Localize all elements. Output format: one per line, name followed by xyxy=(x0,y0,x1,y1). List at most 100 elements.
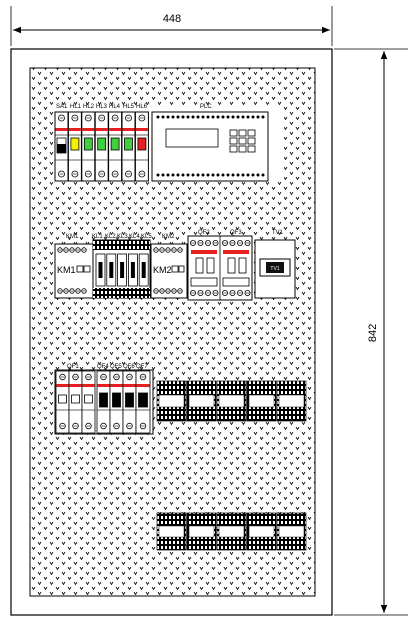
hl2-label: HL2 xyxy=(83,104,95,110)
qf2-qf3-breakers xyxy=(187,235,253,301)
plc-io-point xyxy=(161,115,165,119)
qf5-label: QF5 xyxy=(110,364,122,370)
breaker-stripe xyxy=(82,384,95,387)
breaker-handle xyxy=(99,392,108,408)
plc-io-point xyxy=(216,173,220,177)
indicator-lamp xyxy=(124,137,133,151)
qf7-label: QF7 xyxy=(136,364,148,370)
module-stripe xyxy=(82,128,95,131)
plc-key xyxy=(247,137,256,145)
plc-io-point xyxy=(166,173,170,177)
hl6-label: HL6 xyxy=(136,104,148,110)
plc-io-point xyxy=(261,173,265,177)
breaker-handle xyxy=(112,392,121,408)
hl4-label: HL4 xyxy=(109,104,121,110)
plc-io-point xyxy=(196,115,200,119)
plc-io-point xyxy=(241,115,245,119)
plc-io-point xyxy=(241,173,245,177)
plc-io-point xyxy=(231,173,235,177)
width-label: 448 xyxy=(163,13,181,25)
km2-face-label: KM2 xyxy=(153,265,172,275)
qf1-qf7-breakers xyxy=(54,369,154,435)
terminal-strip-upper xyxy=(156,380,307,422)
breaker-stripe xyxy=(223,250,249,254)
breaker-stripe xyxy=(69,384,82,387)
plc-io-point xyxy=(176,173,180,177)
plc-io-point xyxy=(186,115,190,119)
breaker-handle xyxy=(138,392,148,408)
relay-coil xyxy=(98,262,103,278)
plc-unit xyxy=(151,111,269,182)
indicator-lamp xyxy=(110,137,120,151)
plc-io-point xyxy=(176,115,180,119)
plc-key xyxy=(247,145,256,153)
plc-io-point xyxy=(191,115,195,119)
plc-io-point xyxy=(206,115,210,119)
breaker-stripe xyxy=(136,384,150,387)
plc-io-point xyxy=(166,115,170,119)
tv1-transformer: TV1 xyxy=(254,239,296,299)
module-stripe xyxy=(95,128,108,131)
module-stripe xyxy=(122,128,135,131)
plc-io-point xyxy=(236,173,240,177)
plc-io-point xyxy=(161,173,165,177)
height-dimension: 842 xyxy=(334,48,408,616)
km2-label: KM2 xyxy=(162,234,175,240)
kl1-label: KL1 xyxy=(92,234,103,240)
relay-coil xyxy=(130,262,135,278)
plc-io-point xyxy=(226,173,230,177)
plc-io-point xyxy=(171,115,175,119)
breaker-toggle xyxy=(195,257,204,274)
width-dimension: 448 xyxy=(10,6,333,46)
breaker-handle xyxy=(58,394,67,404)
plc-io-point xyxy=(246,173,250,177)
km2-contactor: KM2 xyxy=(150,243,188,299)
kl5-label: KL5 xyxy=(141,234,152,240)
plc-io-point xyxy=(251,115,255,119)
tv1-label: TV1 xyxy=(272,230,284,236)
plc-io-point xyxy=(221,115,225,119)
plc-io-point xyxy=(206,173,210,177)
qf3-label: QF3 xyxy=(230,230,242,236)
plc-io-point xyxy=(201,115,205,119)
plc-key xyxy=(247,129,256,137)
hl1-label: HL1 xyxy=(70,104,82,110)
plc-label: PLC xyxy=(200,104,212,110)
plc-io-point xyxy=(171,173,175,177)
relay-coil xyxy=(141,262,146,278)
hl3-label: HL3 xyxy=(96,104,108,110)
indicator-lamp xyxy=(70,137,80,151)
km1-label: KM1 xyxy=(66,234,79,240)
breaker-stripe xyxy=(110,384,123,387)
plc-io-point xyxy=(181,115,185,119)
plc-io-point xyxy=(181,173,185,177)
plc-io-point xyxy=(256,115,260,119)
plc-io-point xyxy=(191,173,195,177)
indicator-lamp xyxy=(97,137,107,151)
breaker-stripe xyxy=(123,384,136,387)
terminal-strip-lower xyxy=(156,512,307,551)
relay-coil xyxy=(109,262,114,278)
qf4-label: QF4 xyxy=(97,364,109,370)
breaker-toggle xyxy=(238,257,247,274)
breaker-stripe xyxy=(191,250,217,254)
breaker-toggle xyxy=(206,257,215,274)
plc-io-point xyxy=(186,173,190,177)
plc-io-point xyxy=(211,115,215,119)
plc-io-point xyxy=(231,115,235,119)
plc-key xyxy=(238,129,247,137)
plc-io-point xyxy=(196,173,200,177)
plc-io-point xyxy=(226,115,230,119)
qf6-label: QF6 xyxy=(123,364,135,370)
indicator-lamp xyxy=(83,137,93,151)
breaker-stripe xyxy=(56,384,69,387)
hl5-label: HL5 xyxy=(123,104,135,110)
plc-key xyxy=(238,145,247,153)
module-stripe xyxy=(135,128,148,131)
km1-face-label: KM1 xyxy=(57,265,76,275)
plc-io-point xyxy=(221,173,225,177)
plc-key xyxy=(238,137,247,145)
plc-io-point xyxy=(201,173,205,177)
breaker-handle xyxy=(84,394,93,404)
